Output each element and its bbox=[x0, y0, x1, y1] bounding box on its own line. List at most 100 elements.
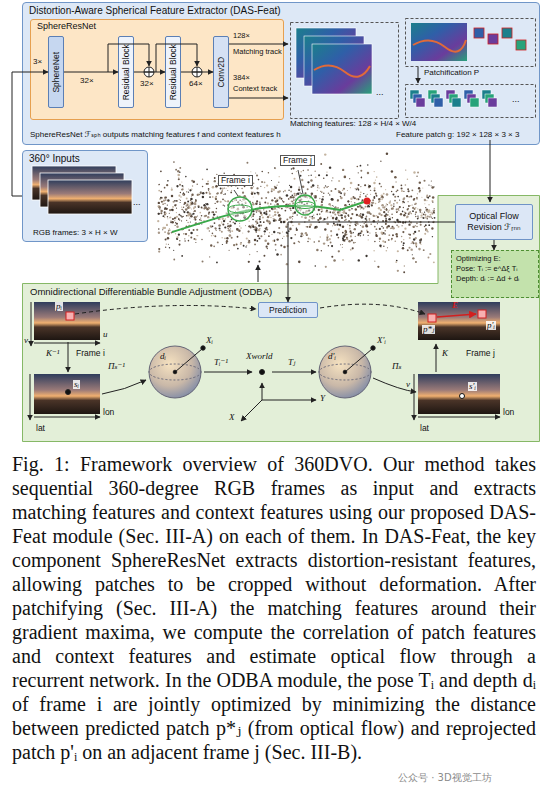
cloud-point bbox=[375, 203, 377, 205]
cloud-point bbox=[252, 215, 254, 217]
cloud-point bbox=[167, 232, 168, 233]
cloud-point bbox=[228, 229, 230, 231]
cloud-point bbox=[279, 215, 281, 217]
cloud-point bbox=[421, 197, 422, 198]
cloud-point bbox=[230, 231, 231, 232]
cloud-point bbox=[365, 206, 367, 208]
cloud-point bbox=[415, 261, 417, 263]
cloud-point bbox=[213, 245, 215, 247]
cloud-point bbox=[389, 202, 391, 204]
cloud-point bbox=[426, 208, 428, 210]
cloud-point bbox=[160, 210, 163, 213]
cloud-point bbox=[167, 200, 168, 201]
cloud-point bbox=[245, 225, 246, 226]
cloud-point bbox=[171, 221, 174, 224]
cloud-point bbox=[260, 221, 262, 223]
cloud-point bbox=[260, 235, 262, 237]
cloud-point bbox=[249, 220, 250, 221]
cloud-point bbox=[176, 226, 178, 228]
cloud-point bbox=[413, 171, 415, 173]
cloud-point bbox=[314, 241, 315, 242]
cloud-point bbox=[178, 177, 179, 178]
cloud-point bbox=[241, 188, 242, 189]
cloud-point bbox=[196, 235, 197, 236]
cloud-point bbox=[376, 195, 378, 197]
cloud-point bbox=[390, 217, 391, 218]
cloud-point bbox=[418, 187, 420, 189]
cloud-point bbox=[165, 208, 167, 210]
cloud-point bbox=[263, 212, 265, 214]
cloud-point bbox=[286, 232, 288, 234]
cloud-point bbox=[203, 204, 205, 206]
cloud-point bbox=[219, 227, 221, 229]
cloud-point bbox=[260, 224, 262, 226]
cloud-point bbox=[190, 236, 192, 238]
cloud-point bbox=[381, 194, 384, 197]
figure-caption: Fig. 1: Framework overview of 360DVO. Ou… bbox=[12, 452, 536, 764]
cloud-point bbox=[206, 192, 208, 194]
cloud-point bbox=[384, 215, 386, 217]
cloud-point bbox=[229, 230, 230, 231]
annotation-label: 3× bbox=[33, 58, 42, 66]
cloud-point bbox=[289, 208, 291, 210]
cloud-point bbox=[350, 182, 353, 185]
cloud-point bbox=[194, 203, 196, 205]
cloud-point bbox=[326, 239, 328, 241]
cloud-point bbox=[396, 225, 397, 226]
cloud-point bbox=[227, 213, 228, 214]
cloud-point bbox=[194, 210, 196, 212]
cloud-point bbox=[267, 191, 269, 193]
cloud-point bbox=[171, 209, 173, 211]
cloud-point bbox=[223, 194, 224, 195]
annotation-label: Frame i bbox=[76, 349, 105, 358]
cloud-point bbox=[248, 225, 250, 227]
cloud-point bbox=[158, 190, 160, 192]
cloud-point bbox=[246, 162, 248, 164]
cloud-point bbox=[322, 196, 323, 197]
label-slot: Xᵢ bbox=[206, 336, 213, 345]
cloud-point bbox=[330, 230, 332, 232]
cloud-point bbox=[385, 218, 387, 220]
cloud-point bbox=[285, 210, 287, 212]
cloud-point bbox=[360, 194, 361, 195]
cloud-point bbox=[367, 172, 369, 174]
cloud-point bbox=[266, 184, 268, 186]
cloud-point bbox=[356, 189, 357, 190]
cloud-point bbox=[424, 214, 426, 216]
cloud-point bbox=[431, 185, 432, 186]
cloud-point bbox=[358, 184, 360, 186]
cloud-point bbox=[392, 193, 394, 195]
cloud-point bbox=[305, 192, 307, 194]
cloud-point bbox=[301, 216, 303, 218]
cloud-point bbox=[277, 185, 278, 186]
cloud-point bbox=[375, 232, 377, 234]
annotation-label: SphereResNet ℱₛₚₕ outputs matching featu… bbox=[30, 131, 281, 139]
cloud-point bbox=[195, 242, 196, 243]
cloud-point bbox=[274, 187, 277, 190]
annotation-label: Frame j bbox=[466, 349, 495, 358]
cloud-point bbox=[179, 240, 180, 241]
cloud-point bbox=[278, 227, 280, 229]
cloud-point bbox=[224, 188, 225, 189]
cloud-point bbox=[299, 187, 300, 188]
cloud-point bbox=[415, 237, 417, 239]
cloud-point bbox=[287, 203, 288, 204]
cloud-point bbox=[248, 261, 250, 263]
cloud-point bbox=[198, 206, 200, 208]
math-symbol: pᵢ bbox=[55, 302, 63, 311]
cloud-point bbox=[302, 185, 305, 188]
cloud-point bbox=[391, 208, 393, 210]
cloud-point bbox=[349, 204, 350, 205]
cloud-point bbox=[167, 204, 168, 205]
cloud-point bbox=[307, 188, 309, 190]
cloud-point bbox=[164, 216, 166, 218]
cloud-point bbox=[351, 201, 352, 202]
cloud-point bbox=[431, 217, 432, 218]
cloud-point bbox=[260, 212, 262, 214]
label-slot: p'ᵢ bbox=[486, 321, 496, 330]
cloud-point bbox=[187, 207, 189, 209]
cloud-point bbox=[386, 193, 389, 196]
cloud-point bbox=[308, 175, 309, 176]
cloud-point bbox=[391, 213, 392, 214]
layer-name: SphereNet bbox=[52, 52, 61, 93]
